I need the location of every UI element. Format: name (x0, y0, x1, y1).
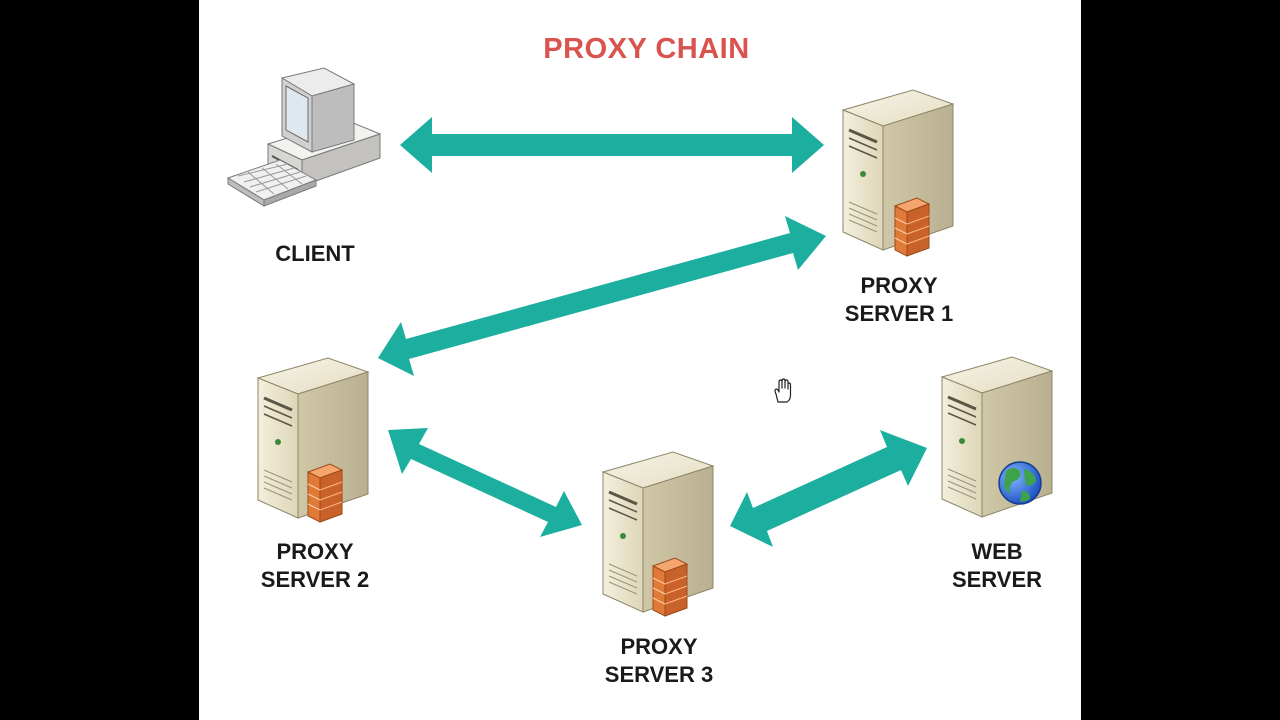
web-server-label-line-2: SERVER (951, 567, 1043, 592)
client-label: CLIENT (240, 240, 390, 268)
hand-pointer-icon (774, 378, 792, 403)
arrow-proxy1-proxy2 (378, 216, 826, 376)
proxy-server-1-label-line-1: PROXY (860, 273, 938, 298)
proxy-server-3-icon (601, 450, 715, 617)
arrow-client-proxy1 (400, 117, 824, 173)
diagram-title: PROXY CHAIN (543, 33, 750, 65)
proxy-server-2-label-line-2: SERVER 2 (260, 567, 370, 592)
proxy-server-1-icon (841, 88, 955, 257)
arrow-proxy3-webserver (730, 430, 927, 547)
proxy-server-3-label: PROXY SERVER 3 (584, 633, 734, 689)
proxy-server-1-label: PROXY SERVER 1 (824, 272, 974, 328)
arrow-proxy2-proxy3 (388, 428, 582, 537)
proxy-server-2-label: PROXY SERVER 2 (240, 538, 390, 594)
proxy-server-3-label-line-1: PROXY (620, 634, 698, 659)
desktop-computer-icon (226, 67, 382, 207)
proxy-server-2-icon (256, 356, 370, 523)
proxy-server-1-label-line-2: SERVER 1 (844, 301, 954, 326)
web-server-label-line-1: WEB (971, 539, 1023, 564)
web-server-icon (940, 355, 1054, 519)
proxy-server-2-label-line-1: PROXY (276, 539, 354, 564)
globe-icon (998, 461, 1042, 505)
proxy-server-3-label-line-2: SERVER 3 (604, 662, 714, 687)
client-label-line-1: CLIENT (275, 241, 355, 266)
web-server-label: WEB SERVER (922, 538, 1072, 594)
